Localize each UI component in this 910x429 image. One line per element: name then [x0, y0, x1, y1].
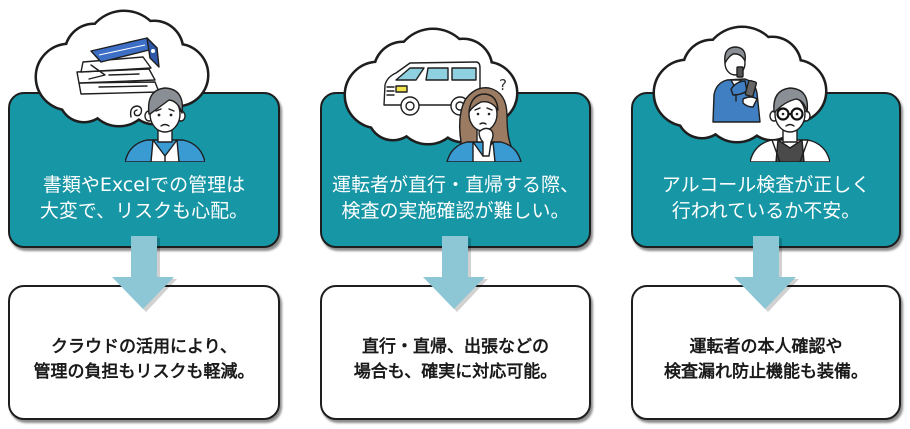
- solution-line: クラウドの活用により、: [51, 337, 237, 357]
- solution-line: 場合も、確実に対応可能。: [353, 362, 558, 382]
- document-stack-binder-icon: [76, 37, 160, 95]
- problem-line: 書類やExcelでの管理は: [42, 174, 246, 196]
- worried-woman-icon: [446, 87, 522, 162]
- question-mark: ?: [499, 76, 507, 94]
- problem-text-3: アルコール検査が正しく 行われているか不安。: [631, 172, 901, 224]
- problem-text-2: 運転者が直行・直帰する際、 検査の実施確認が難しい。: [320, 172, 591, 224]
- solution-line: 運転者の本人確認や: [689, 337, 843, 357]
- ear-doodle-icon: [129, 105, 143, 118]
- problem-line: 運転者が直行・直帰する際、: [331, 174, 579, 196]
- thought-cloud-1: [34, 9, 210, 128]
- worried-man-glasses-icon: [750, 87, 830, 162]
- arrow-down-icon: [112, 236, 177, 312]
- problem-line: 行われているか不安。: [671, 200, 861, 222]
- solution-line: 直行・直帰、出張などの: [362, 337, 549, 357]
- hand-on-chin: [478, 127, 494, 157]
- problem-line: 検査の実施確認が難しい。: [341, 200, 570, 222]
- problem-line: 大変で、リスクも心配。: [39, 200, 249, 222]
- driver-breathalyzer-smartphone-icon: [712, 46, 761, 123]
- solution-text-2: 直行・直帰、出張などの 場合も、確実に対応可能。: [320, 335, 591, 385]
- solution-text-3: 運転者の本人確認や 検査漏れ防止機能も装備。: [631, 335, 901, 385]
- problem-line: アルコール検査が正しく: [661, 174, 871, 196]
- arrow-down-icon: [423, 236, 488, 312]
- problem-text-1: 書類やExcelでの管理は 大変で、リスクも心配。: [8, 172, 280, 224]
- solution-text-1: クラウドの活用により、 管理の負担もリスクも軽減。: [8, 335, 280, 385]
- solution-line: 検査漏れ防止機能も装備。: [664, 362, 868, 382]
- arrow-down-icon: [734, 236, 799, 312]
- solution-line: 管理の負担もリスクも軽減。: [33, 362, 255, 382]
- worried-man-icon: [125, 87, 205, 162]
